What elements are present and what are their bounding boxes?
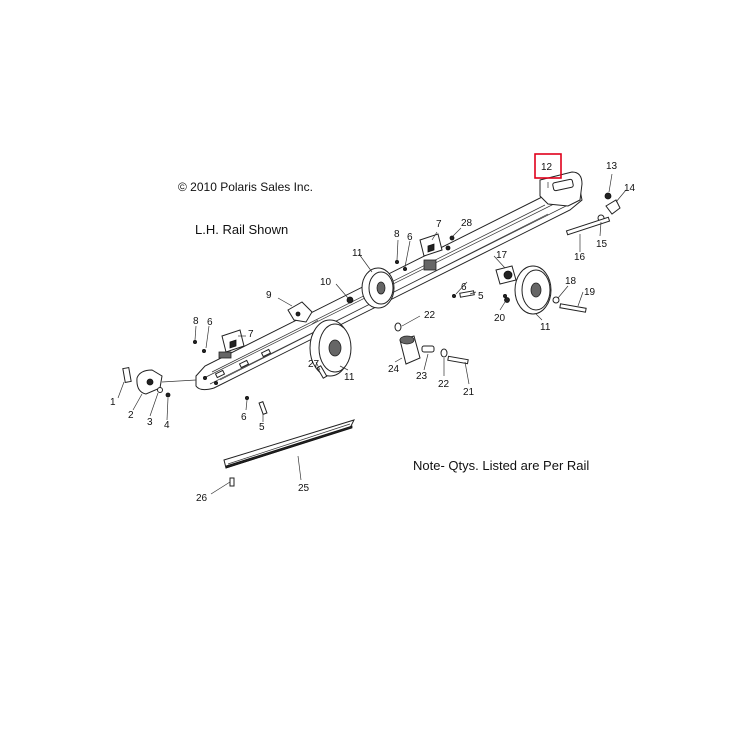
rail-note: L.H. Rail Shown <box>195 222 289 237</box>
callout-27[interactable]: 27 <box>308 359 320 370</box>
callout-1[interactable]: 1 <box>110 397 116 408</box>
callout-16[interactable]: 16 <box>574 252 586 263</box>
callout-5-front[interactable]: 5 <box>259 422 265 433</box>
callout-17[interactable]: 17 <box>496 250 508 261</box>
leader-lines <box>117 173 627 495</box>
callout-12[interactable]: 12 <box>541 162 553 173</box>
callout-5-rear[interactable]: 5 <box>478 291 484 302</box>
callout-18[interactable]: 18 <box>565 276 577 287</box>
highlighted-callout-box <box>534 153 562 179</box>
callout-23[interactable]: 23 <box>416 371 428 382</box>
callout-2[interactable]: 2 <box>128 410 134 421</box>
callout-7-front[interactable]: 7 <box>248 329 254 340</box>
callout-22-lower[interactable]: 22 <box>438 379 450 390</box>
callout-6-front-upper[interactable]: 6 <box>207 317 213 328</box>
wear-strip <box>223 419 355 469</box>
quantity-note: Note- Qtys. Listed are Per Rail <box>413 458 590 473</box>
callout-7-middle[interactable]: 7 <box>436 219 442 230</box>
copyright-text: © 2010 Polaris Sales Inc. <box>178 180 313 194</box>
callout-10[interactable]: 10 <box>320 277 332 288</box>
callout-24[interactable]: 24 <box>388 364 400 375</box>
idler-wheel-front <box>309 319 352 377</box>
callout-22-upper[interactable]: 22 <box>424 310 436 321</box>
callout-9[interactable]: 9 <box>266 290 272 301</box>
callout-28[interactable]: 28 <box>461 218 473 229</box>
callout-11-front[interactable]: 11 <box>344 372 355 383</box>
callout-21[interactable]: 21 <box>463 387 475 398</box>
callout-13[interactable]: 13 <box>606 161 618 172</box>
callout-8-middle[interactable]: 8 <box>394 229 400 240</box>
callout-26[interactable]: 26 <box>196 493 208 504</box>
callout-6-rear[interactable]: 6 <box>461 282 467 293</box>
callout-25[interactable]: 25 <box>298 483 310 494</box>
callout-8-front[interactable]: 8 <box>193 316 199 327</box>
callout-11-middle[interactable]: 11 <box>352 248 363 259</box>
callout-19[interactable]: 19 <box>584 287 596 298</box>
callout-3[interactable]: 3 <box>147 417 153 428</box>
hardware-parts <box>122 192 621 487</box>
idler-wheel-middle <box>361 267 395 309</box>
callout-11-rear[interactable]: 11 <box>540 322 551 333</box>
callout-6-front-lower[interactable]: 6 <box>241 412 247 423</box>
callout-numbers: 1 2 3 4 5 5 6 6 6 6 7 7 8 8 9 10 11 11 1… <box>110 161 636 504</box>
callout-4[interactable]: 4 <box>164 420 170 431</box>
idler-wheel-rear <box>514 265 552 315</box>
callout-14[interactable]: 14 <box>624 183 636 194</box>
callout-20[interactable]: 20 <box>494 313 506 324</box>
callout-15[interactable]: 15 <box>596 239 608 250</box>
callout-6-middle[interactable]: 6 <box>407 232 413 243</box>
